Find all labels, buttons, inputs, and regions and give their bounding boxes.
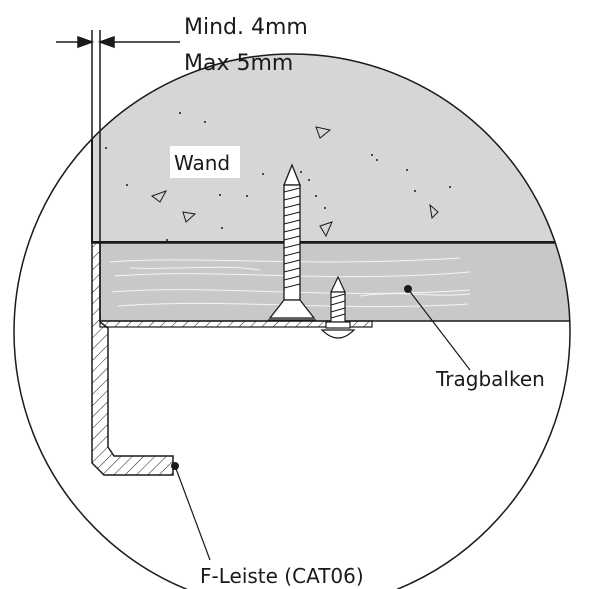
profile-leader [171,462,211,561]
detail-circle [13,53,571,589]
concrete-dots [105,112,451,241]
wall-label-bg [170,146,240,178]
beam-leader [404,285,471,371]
f-profile [91,242,174,476]
f-profile-flange [99,320,373,328]
profile-label: F-Leiste (CAT06) [200,564,364,588]
wall-region [91,54,570,243]
wood-grain [109,257,471,308]
concrete-texture [150,126,439,238]
wall-screw [268,163,316,321]
beam-label: Tragbalken [435,367,545,391]
gap-min-label: Mind. 4mm [184,15,308,40]
gap-dimension [56,30,180,242]
wall-label: Wand [174,151,230,175]
gap-max-label: Max 5mm [184,51,293,76]
beam-screw [320,275,356,339]
